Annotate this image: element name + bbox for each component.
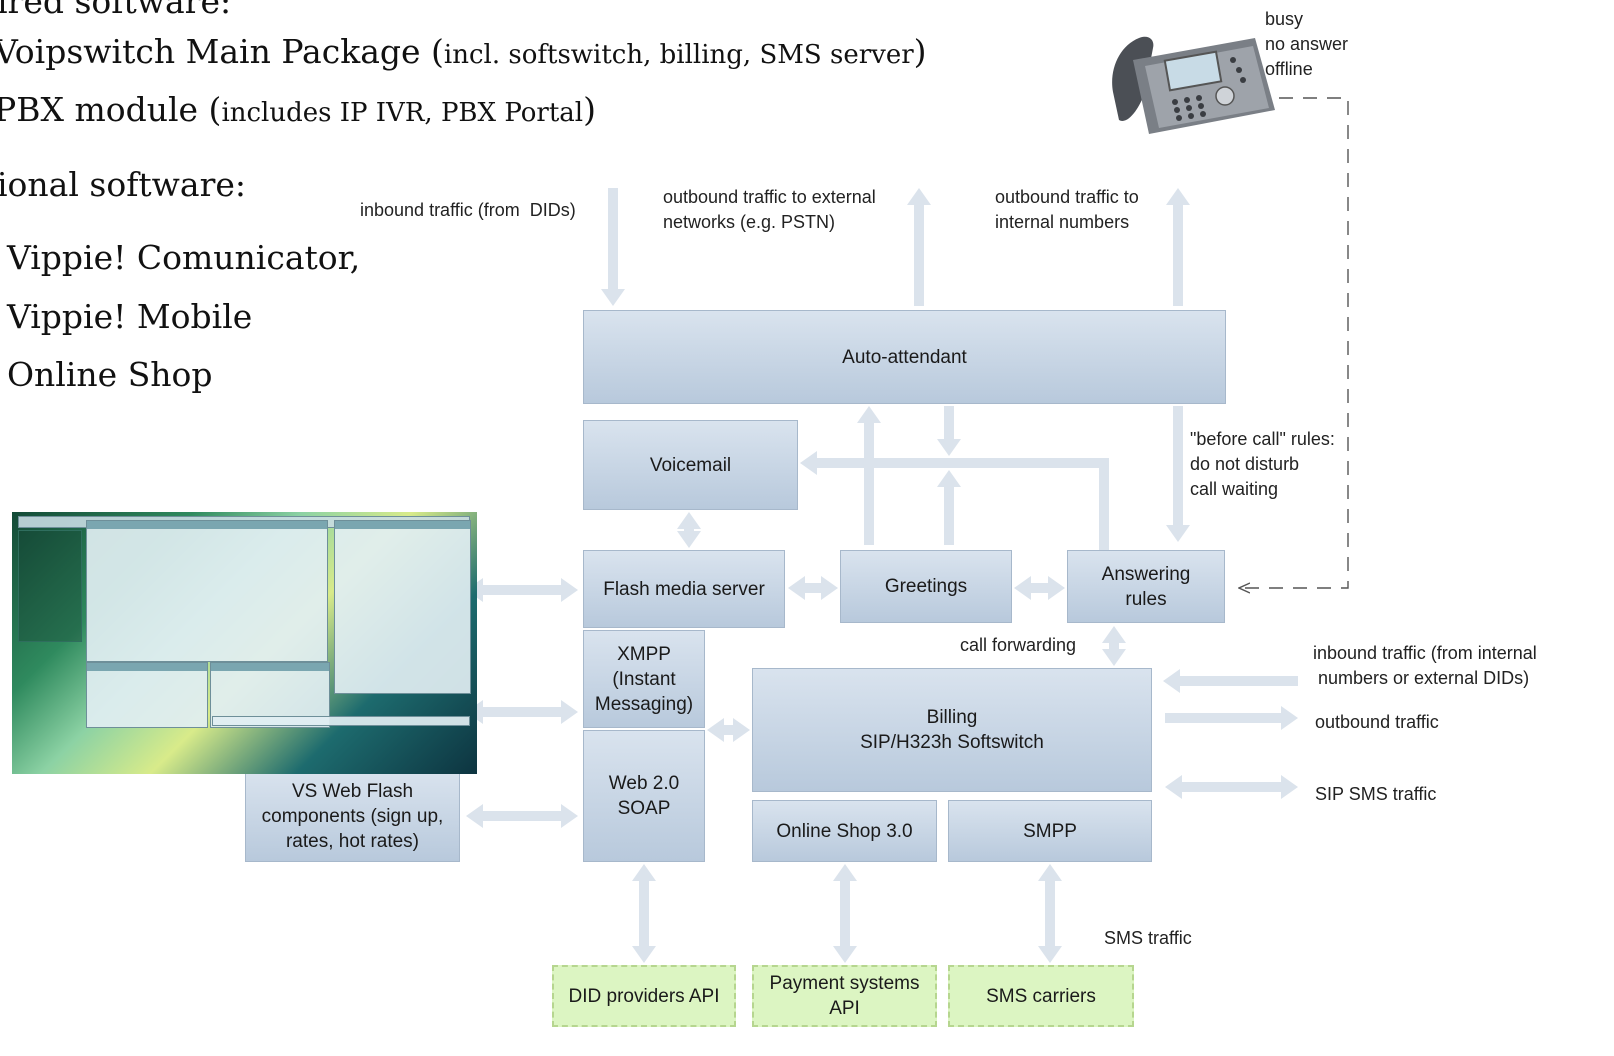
arrow-flash-greetings <box>788 576 838 600</box>
arrow-xmpp-billing <box>707 718 750 742</box>
arrow-smpp-sms-carriers <box>1038 864 1062 963</box>
arrow-auto-attendant-to-lower <box>937 406 961 456</box>
app-screenshot-thumbnail <box>12 512 477 774</box>
arrow-voicemail-flash <box>677 512 701 548</box>
screenshot-window-main <box>86 520 328 662</box>
arrow-screenshot-flash <box>466 578 578 602</box>
label-inbound-dids: inbound traffic (from DIDs) <box>360 200 576 220</box>
smpp-box: SMPP <box>948 800 1152 862</box>
xmpp-box: XMPP (Instant Messaging) <box>583 630 705 728</box>
required-item-pbx-module: PBX module (includes IP IVR, PBX Portal) <box>0 90 596 129</box>
arrow-outbound-traffic-right <box>1165 706 1298 730</box>
dashed-line-phone-to-answering-rules <box>1240 97 1349 588</box>
label-inbound-internal: inbound traffic (from internal numbers o… <box>1313 643 1537 688</box>
label-before-call-rules: "before call" rules: do not disturb call… <box>1190 429 1335 499</box>
label-call-forwarding: call forwarding <box>960 635 1077 655</box>
label-sip-sms-traffic: SIP SMS traffic <box>1315 784 1437 804</box>
arrow-outbound-internal-up <box>1166 188 1190 306</box>
did-providers-api-box: DID providers API <box>552 965 736 1027</box>
arrow-onlineshop-payment <box>833 864 857 963</box>
optional-software-heading: ional software: <box>0 165 247 204</box>
desk-phone-icon <box>1112 36 1275 134</box>
vs-web-flash-box: VS Web Flash components (sign up, rates,… <box>245 770 460 862</box>
arrow-inbound-dids-down <box>601 188 625 306</box>
optional-item-online-shop: Online Shop <box>7 355 213 394</box>
required-item-main-package: Voipswitch Main Package (incl. softswitc… <box>0 32 927 71</box>
label-outbound-internal: outbound traffic to internal numbers <box>995 187 1139 232</box>
payment-systems-api-box: Payment systems API <box>752 965 937 1027</box>
screenshot-status-strip <box>212 716 470 726</box>
greetings-box: Greetings <box>840 550 1012 623</box>
online-shop-box: Online Shop 3.0 <box>752 800 937 862</box>
screenshot-window-right <box>334 520 471 694</box>
required-software-heading: ired software: <box>0 0 232 21</box>
arrow-answering-rules-to-voicemail <box>800 451 1104 475</box>
screenshot-left-panel <box>18 530 82 642</box>
arrow-inbound-internal-left <box>1163 669 1298 693</box>
screenshot-window-bottom-left <box>86 662 208 728</box>
arrow-greetings-to-auto-attendant <box>857 406 881 545</box>
arrow-greetings-up <box>937 470 961 545</box>
arrow-sip-sms-traffic <box>1165 775 1298 799</box>
answering-rules-box: Answering rules <box>1067 550 1225 623</box>
flash-media-server-box: Flash media server <box>583 550 785 628</box>
optional-item-vippie-mobile: Vippie! Mobile <box>7 297 253 336</box>
voicemail-box: Voicemail <box>583 420 798 510</box>
arrow-vsweb-web20 <box>466 804 578 828</box>
web20-soap-box: Web 2.0 SOAP <box>583 730 705 862</box>
arrow-screenshot-xmpp <box>466 700 578 724</box>
arrow-outbound-external-up <box>907 188 931 306</box>
label-phone-states: busy no answer offline <box>1265 9 1349 79</box>
arrow-greetings-answering <box>1014 576 1065 600</box>
arrow-answering-rules-to-voicemail <box>1099 458 1109 550</box>
label-sms-traffic: SMS traffic <box>1104 928 1192 948</box>
label-outbound-traffic: outbound traffic <box>1315 712 1439 732</box>
billing-softswitch-box: Billing SIP/H323h Softswitch <box>752 668 1152 792</box>
optional-item-vippie-communicator: Vippie! Comunicator, <box>7 238 361 277</box>
arrow-web20-did-api <box>632 864 656 963</box>
auto-attendant-box: Auto-attendant <box>583 310 1226 404</box>
arrow-auto-attendant-to-answering-rules <box>1166 406 1190 542</box>
arrow-call-forwarding <box>1102 626 1126 666</box>
label-outbound-external: outbound traffic to external networks (e… <box>663 187 876 232</box>
connector-arrows <box>466 188 1298 963</box>
sms-carriers-box: SMS carriers <box>948 965 1134 1027</box>
dashed-connectors <box>1240 97 1349 588</box>
